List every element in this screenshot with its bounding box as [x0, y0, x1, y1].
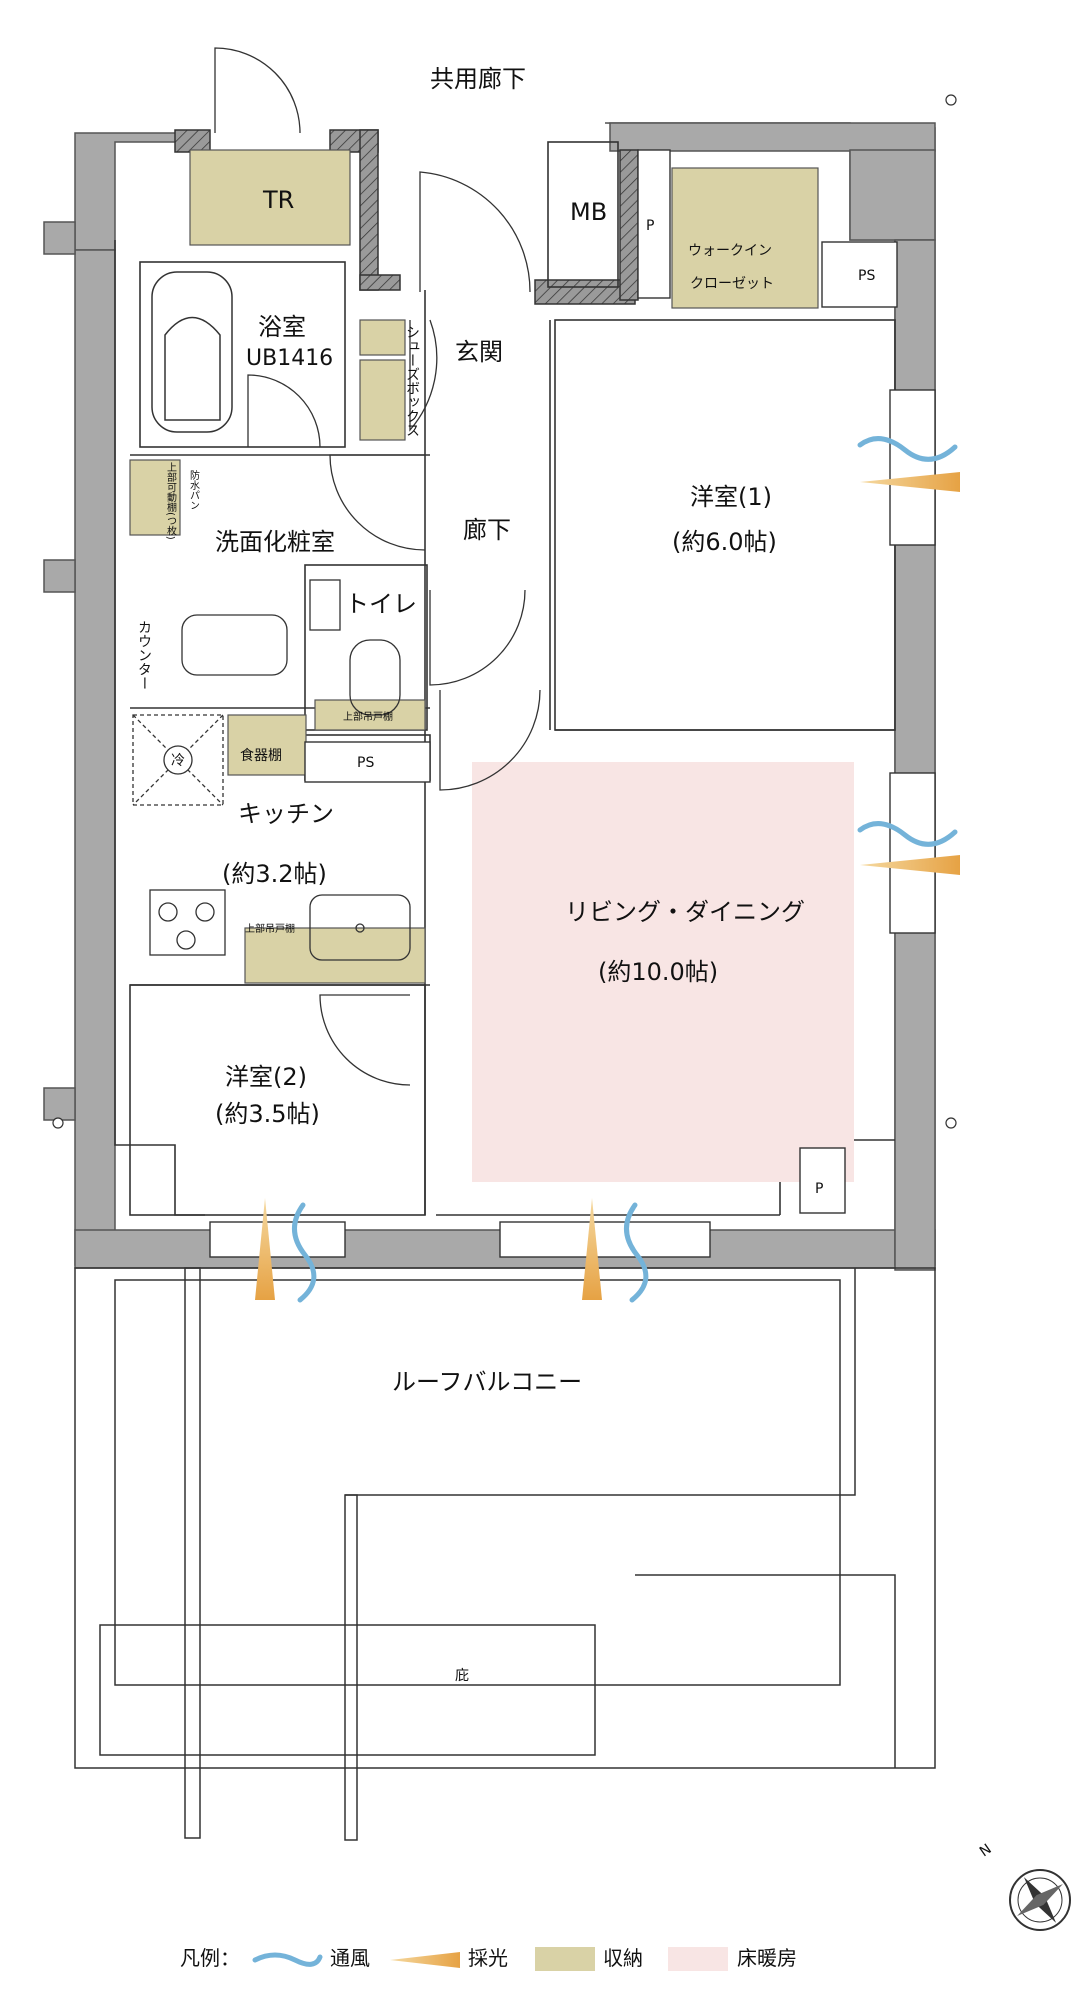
label-entrance: 玄関 [455, 338, 503, 366]
sink-icon [181, 614, 411, 961]
label-western2-size: (約3.5帖) [215, 1100, 320, 1128]
label-western2: 洋室(2) [225, 1063, 307, 1091]
label-cupboard: 食器棚 [240, 747, 282, 764]
label-shoebox: シューズボックス [404, 325, 420, 437]
legend-floor-heating-swatch [668, 1947, 728, 1971]
label-corridor-common: 共用廊下 [430, 65, 526, 93]
daylight-marks [255, 472, 960, 1300]
label-mb: MB [570, 198, 607, 226]
floor-heating-area [472, 762, 854, 1182]
label-fridge: 冷 [171, 753, 185, 769]
label-bath: 浴室 [258, 313, 306, 341]
compass-icon [1009, 1869, 1071, 1931]
label-kitchen-size: (約3.2帖) [222, 860, 327, 888]
legend-ventilation: 通風 [330, 1946, 370, 1970]
ventilation-marks [292, 436, 958, 1303]
column-markers [52, 94, 957, 1129]
legend-daylight-icon [390, 1952, 460, 1968]
label-north: N [977, 1841, 995, 1860]
label-p-bottom: P [815, 1181, 823, 1197]
label-toilet: トイレ [345, 590, 417, 618]
ps-boxes [304, 149, 898, 1214]
label-upper-shelf: 上部可動棚(つ枚) [165, 462, 177, 540]
toilet-icon [309, 579, 401, 716]
legend-storage-swatch [535, 1947, 595, 1971]
legend-floor-heating: 床暖房 [737, 1946, 797, 1970]
legend-storage: 収納 [603, 1946, 643, 1970]
label-hallway: 廊下 [463, 516, 511, 544]
label-washroom: 洗面化粧室 [215, 528, 335, 556]
legend: 凡例： 通風 採光 収納 床暖房 [180, 1946, 797, 1971]
label-kitchen: キッチン [238, 800, 334, 828]
label-wic-2: クローゼット [690, 276, 774, 292]
legend-daylight: 採光 [468, 1946, 508, 1970]
label-bath-model: UB1416 [246, 346, 333, 371]
label-wic-1: ウォークイン [688, 243, 772, 259]
storage-areas [129, 149, 819, 984]
label-living: リビング・ダイニング [565, 898, 805, 926]
label-western1: 洋室(1) [690, 483, 772, 511]
bathtub-icon [151, 271, 233, 433]
door-swings [214, 47, 541, 1086]
label-counter: カウンター [136, 620, 152, 690]
label-eaves: 庇 [455, 1668, 469, 1684]
roof-balcony [74, 1267, 936, 1841]
label-toilet-upper: 上部吊戸棚 [343, 710, 393, 723]
label-p-top: P [646, 218, 654, 234]
legend-title: 凡例： [180, 1946, 240, 1970]
label-flood-shelf: 防水パン [188, 469, 200, 510]
fridge-icon [132, 714, 224, 806]
label-kitchen-upper: 上部吊戸棚 [245, 922, 295, 935]
label-tr: TR [262, 186, 294, 214]
label-western1-size: (約6.0帖) [672, 528, 777, 556]
windows [209, 389, 936, 1258]
stove-icon [149, 889, 226, 956]
legend-ventilation-icon [252, 1952, 323, 1967]
label-living-size: (約10.0帖) [598, 958, 718, 986]
label-ps-top: PS [858, 268, 875, 284]
label-roof-balcony: ルーフバルコニー [392, 1368, 582, 1396]
label-ps-mid: PS [357, 755, 374, 771]
